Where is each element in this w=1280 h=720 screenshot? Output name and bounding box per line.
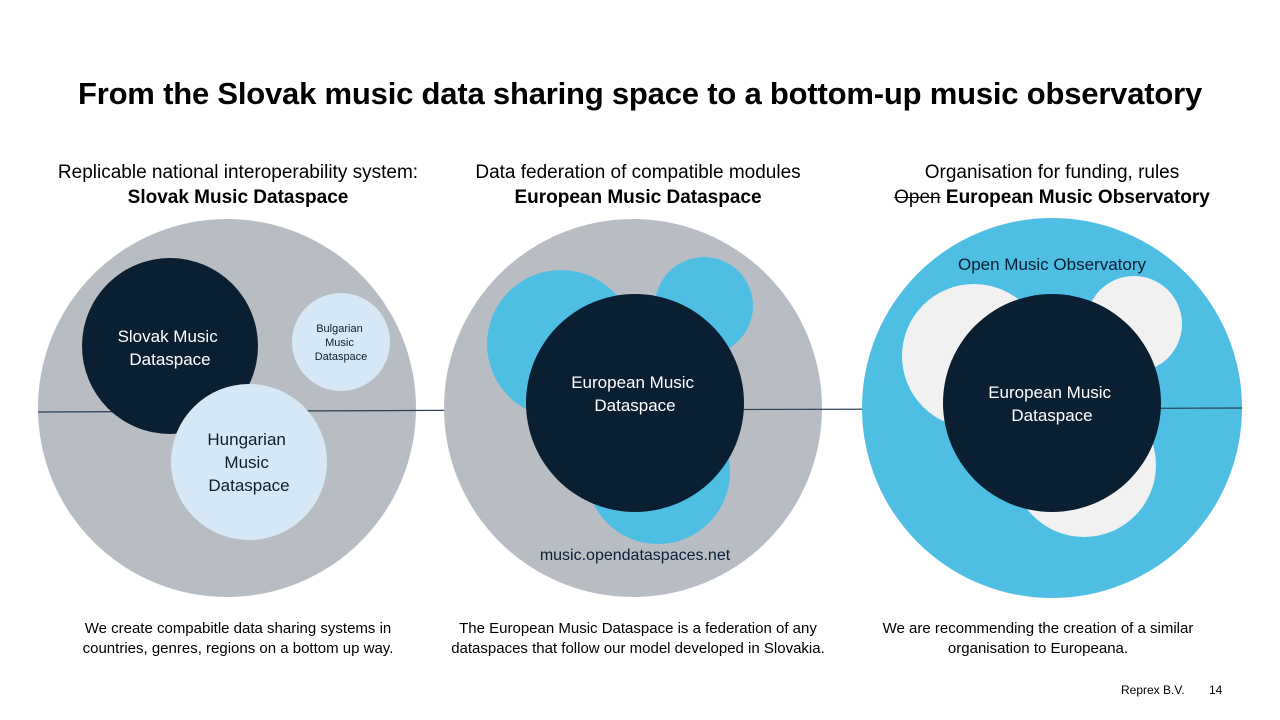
column-1-heading-line2: Slovak Music Dataspace (127, 187, 349, 208)
struck-open-word: Open (894, 187, 941, 208)
column-2-heading: Data federation of compatible modules Eu… (438, 160, 838, 210)
column-1-heading: Replicable national interoperability sys… (28, 160, 448, 210)
page-number: 14 (1209, 683, 1223, 697)
observatory-european-music-dataspace-circle (943, 294, 1161, 512)
column-2-caption-line2: dataspaces that follow our model develop… (451, 640, 825, 657)
column-3-caption-line1: We are recommending the creation of a si… (882, 620, 1194, 637)
column-3-heading: Organisation for funding, rules Open Eur… (852, 160, 1252, 210)
column-2-heading-line2: European Music Dataspace (514, 187, 762, 208)
column-1-caption-line2: countries, genres, regions on a bottom u… (82, 640, 394, 657)
column-1-caption-line1: We create compabitle data sharing system… (84, 620, 392, 637)
page-title: From the Slovak music data sharing space… (77, 76, 1203, 111)
column-1-heading-line1: Replicable national interoperability sys… (57, 162, 419, 183)
bulgarian-dataspace-label: Bulgarian Music Dataspace (315, 323, 368, 363)
slovak-dataspace-label: Slovak Music Dataspace (118, 327, 223, 369)
european-music-dataspace-circle (526, 294, 744, 512)
hungarian-dataspace-circle (171, 384, 327, 540)
column-1-caption: We create compabitle data sharing system… (38, 619, 438, 659)
column-2-caption: The European Music Dataspace is a federa… (428, 619, 848, 659)
column-3-heading-line1: Organisation for funding, rules (924, 162, 1180, 183)
footer-company: Reprex B.V. (1121, 683, 1185, 697)
column-2-heading-line1: Data federation of compatible modules (475, 162, 801, 183)
column-3-caption-line2: organisation to Europeana. (947, 640, 1129, 657)
column-3-heading-line2: Open European Music Observatory (852, 185, 1252, 210)
observatory-european-music-dataspace-label: European Music Dataspace (988, 383, 1116, 425)
hungarian-dataspace-label: Hungarian Music Dataspace (207, 430, 290, 495)
column-2-caption-line1: The European Music Dataspace is a federa… (459, 620, 817, 637)
open-music-observatory-label: Open Music Observatory (958, 255, 1147, 274)
column-3-caption: We are recommending the creation of a si… (838, 619, 1238, 659)
observatory-name: European Music Observatory (945, 187, 1210, 208)
dataspace-url: music.opendataspaces.net (540, 547, 731, 564)
bulgarian-dataspace-circle (292, 293, 390, 391)
european-music-dataspace-label: European Music Dataspace (571, 373, 699, 415)
slovak-dataspace-circle (82, 258, 258, 434)
